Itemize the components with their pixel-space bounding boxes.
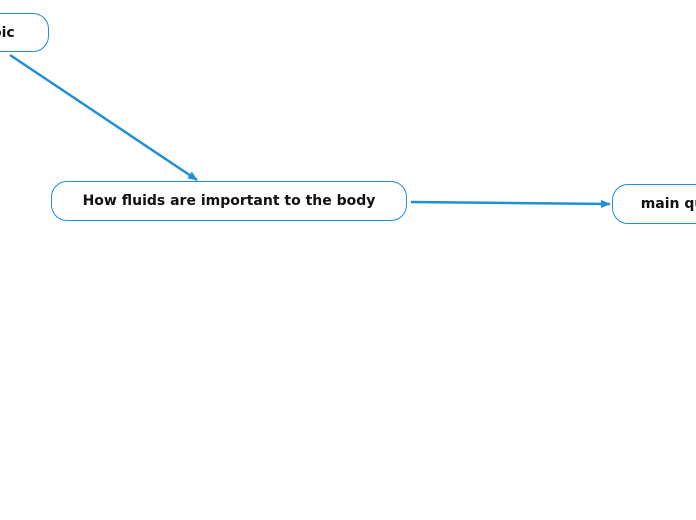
main-question-node[interactable]: main question xyxy=(612,184,696,224)
connector-main-topic-to-main-question[interactable] xyxy=(410,199,611,208)
connector-topic-to-main-topic[interactable] xyxy=(9,53,198,182)
main-topic-node-label: How fluids are important to the body xyxy=(82,193,376,209)
main-question-node-label: main question xyxy=(640,196,696,212)
main-topic-node[interactable]: How fluids are important to the body xyxy=(51,181,407,221)
topic-node-label: Topic xyxy=(0,24,15,41)
topic-node[interactable]: Topic xyxy=(0,13,49,52)
